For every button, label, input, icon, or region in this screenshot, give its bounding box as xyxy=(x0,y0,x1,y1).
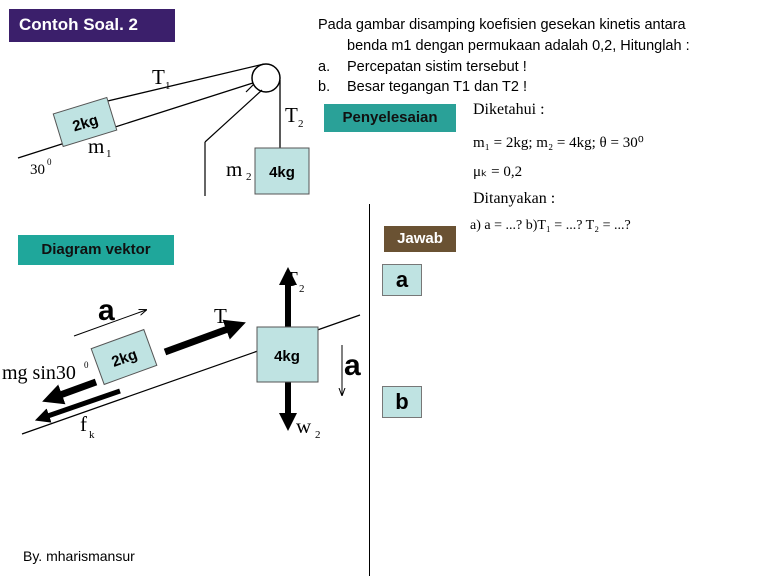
label-accel-1: a xyxy=(98,294,115,327)
accel-arrow-m1 xyxy=(73,310,146,337)
pulley-icon xyxy=(251,63,281,93)
known-line-2: μₖ = 0,2 xyxy=(473,164,523,180)
block-2kg: 2kg xyxy=(52,96,118,148)
label-m1-sub: 1 xyxy=(106,148,112,160)
label-m1: m xyxy=(88,134,104,158)
problem-item-b-marker: b. xyxy=(318,79,331,95)
label-m2: m xyxy=(226,157,242,181)
answer-b-box: b xyxy=(382,386,422,418)
label-mgsin-sup: 0 xyxy=(84,360,89,370)
label-fk-sub: k xyxy=(89,429,95,441)
label-accel-2: a xyxy=(344,349,361,382)
label-t1: T xyxy=(152,65,165,89)
label-vec-t2-sub: 2 xyxy=(299,283,305,295)
known-heading: Diketahui : xyxy=(473,101,545,118)
asked-line-1: a) a = ...? b)T₁ = ...? T₂ = ...? xyxy=(470,218,631,233)
label-m2-sub: 2 xyxy=(246,171,252,183)
label-vec-t2: T xyxy=(285,267,298,291)
answer-label: Jawab xyxy=(384,226,456,252)
mgsin-arrow xyxy=(42,378,98,405)
vector-block-2kg: 2kg xyxy=(90,328,158,386)
label-mgsin: mg sin30 xyxy=(2,362,76,384)
answer-a-box: a xyxy=(382,264,422,296)
divider-line xyxy=(369,204,370,576)
vector-diagram-label: Diagram vektor xyxy=(18,235,174,265)
label-w2-sub: 2 xyxy=(315,429,321,441)
pulley-support-left xyxy=(204,89,263,143)
vector-block-4kg xyxy=(256,326,319,383)
solution-label: Penyelesaian xyxy=(324,104,456,132)
problem-item-b: Besar tegangan T1 dan T2 ! xyxy=(347,79,528,95)
incline-surface-1 xyxy=(17,81,257,159)
label-angle: 30 xyxy=(30,162,45,178)
t1-arrow xyxy=(163,319,246,356)
label-t2: T xyxy=(285,103,298,127)
label-vec-t1: T xyxy=(214,304,227,328)
problem-line-2: benda m1 dengan permukaan adalah 0,2, Hi… xyxy=(347,38,690,54)
vector-block-4kg-label: 4kg xyxy=(274,348,300,365)
label-vec-t1-sub: 1 xyxy=(228,320,234,332)
label-angle-sup: 0 xyxy=(47,157,52,167)
asked-heading: Ditanyakan : xyxy=(473,190,556,207)
author-footer: By. mharismansur xyxy=(23,548,135,564)
block-4kg-label: 4kg xyxy=(269,164,295,181)
label-t1-sub: 1 xyxy=(165,80,171,92)
rope-t1 xyxy=(94,63,265,105)
label-fk: f xyxy=(80,412,87,436)
label-t2-sub: 2 xyxy=(298,118,304,130)
svg-text:2kg: 2kg xyxy=(71,112,101,136)
pulley-bracket xyxy=(245,83,255,93)
problem-item-a: Percepatan sistim tersebut ! xyxy=(347,59,527,75)
block-4kg xyxy=(254,147,310,195)
label-w2: w xyxy=(296,414,312,438)
problem-line-1: Pada gambar disamping koefisien gesekan … xyxy=(318,17,686,33)
friction-arrow xyxy=(34,388,121,423)
problem-item-a-marker: a. xyxy=(318,59,331,75)
known-line-1: m₁ = 2kg; m₂ = 4kg; θ = 30⁰ xyxy=(473,135,644,151)
slide-title: Contoh Soal. 2 xyxy=(9,9,175,42)
